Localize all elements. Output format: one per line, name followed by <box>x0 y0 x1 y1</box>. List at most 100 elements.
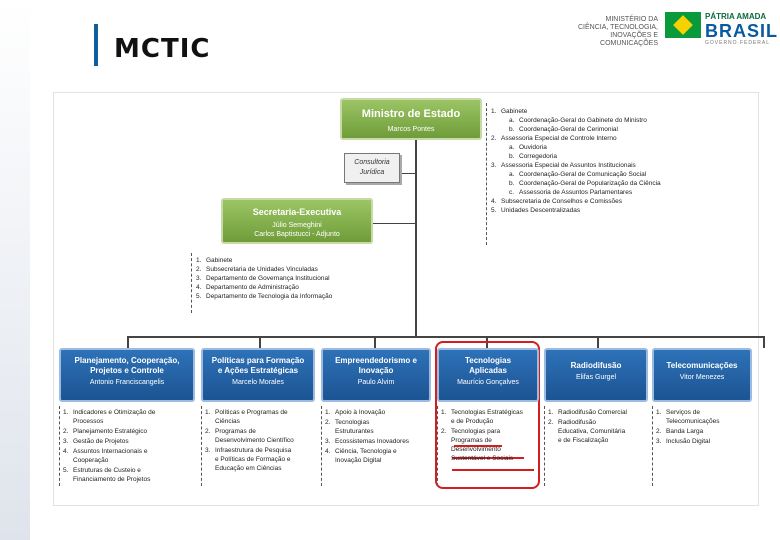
list-item-text-line: Tecnologias <box>335 419 370 426</box>
page-title: MCTIC <box>114 34 211 64</box>
list-item-text-line: Educação em Ciências <box>215 465 282 472</box>
list-item-text-line: Inovação Digital <box>335 457 382 464</box>
list-item-text-line: Assuntos Internacionais e <box>73 448 148 455</box>
list-item: b.Corregedoria <box>491 152 731 161</box>
list-item-text-line: Desenvolvimento Científico <box>215 437 294 444</box>
list-item-text-line: Sustentável e Sociais <box>451 455 514 462</box>
list-item: 4.Departamento de Administração <box>196 283 396 292</box>
minister-list-bracket <box>486 103 487 245</box>
list-item-number: 1. <box>491 108 497 115</box>
consultoria-line: Jurídica <box>359 169 385 176</box>
list-item-number: 3. <box>63 438 69 445</box>
list-item-text-line: e Políticas de Formação e <box>215 456 291 463</box>
secretariat-list-bracket <box>544 406 545 486</box>
connector-drop <box>374 336 376 348</box>
list-item: 3. Gestão de Projetos <box>63 437 203 446</box>
ministry-logo-line: CIÊNCIA, TECNOLOGIA, <box>578 24 658 31</box>
connector-minister-down <box>415 136 417 336</box>
secretariat-head-name: Antonio Franciscangelis <box>89 379 165 386</box>
list-item-number: a. <box>509 144 515 151</box>
minister-box: Ministro de Estado Marcos Pontes <box>340 98 482 140</box>
brasil-logo-line1: PÁTRIA AMADA <box>705 12 767 21</box>
list-item-text: Ecossistemas Inovadores <box>335 438 409 445</box>
secretariat-title-line: Radiodifusão <box>570 361 622 370</box>
secretariat-title-line: Telecomunicações <box>666 361 738 370</box>
list-item-text: Inclusão Digital <box>666 438 710 445</box>
list-item-text: Assessoria Especial de Assuntos Instituc… <box>501 162 636 169</box>
list-item-number: 2. <box>656 428 662 435</box>
list-item-text-line: Ecossistemas Inovadores <box>335 438 410 445</box>
list-item-number: 3. <box>491 162 497 169</box>
minister-name: Marcos Pontes <box>387 126 435 133</box>
list-item-number: 1. <box>196 257 202 264</box>
list-item-number: 3. <box>656 438 662 445</box>
secretaria-name: Júlio Semeghini <box>272 222 322 229</box>
list-item: 4. Subsecretaria de Conselhos e Comissões <box>491 197 731 206</box>
list-item-text-line: Educativa, Comunitária <box>558 428 626 435</box>
list-item-text-line: Gestão de Projetos <box>73 438 129 445</box>
org-chart: Ministro de Estado Marcos Pontes 1.Gabin… <box>53 92 765 506</box>
list-item-number: 3. <box>205 447 211 454</box>
list-item-text: Banda Larga <box>666 428 703 435</box>
secretariat-head-name: Marcelo Morales <box>232 379 284 386</box>
secretariat-list-bracket <box>437 406 438 486</box>
list-item-text: Ouvidoria <box>519 144 547 151</box>
list-item-number: 4. <box>63 448 69 455</box>
list-item: 1. Gabinete <box>196 256 396 265</box>
list-item-text: Gabinete <box>206 257 233 264</box>
list-item-text: Radiodifusão Comercial <box>558 409 627 416</box>
list-item-text: Departamento de Governança Institucional <box>206 275 330 282</box>
list-item-text: Unidades Descentralizadas <box>501 207 581 214</box>
list-item-number: b. <box>509 126 515 133</box>
secretariat-title-line: Tecnologias <box>464 356 512 365</box>
underline-sustentavel <box>452 469 534 471</box>
list-item-text-line: Estruturas de Custeio e <box>73 467 141 474</box>
secretaria-executiva-box: Secretaria-Executiva Júlio Semeghini Car… <box>221 198 373 244</box>
list-item-number: 1. <box>441 409 447 416</box>
list-item-number: 4. <box>325 448 331 455</box>
list-item-text-line: Inclusão Digital <box>666 438 711 445</box>
list-item-text: Corregedoria <box>519 153 557 160</box>
connector-drop <box>763 336 765 348</box>
secretariat-head-name: Paulo Alvim <box>357 379 395 386</box>
list-item-text-line: Radiodifusão Comercial <box>558 409 628 416</box>
connector-secretaria <box>372 223 415 224</box>
connector-drop <box>259 336 261 348</box>
ministry-logo-line: MINISTÉRIO DA <box>605 16 658 23</box>
list-item-number: c. <box>509 189 515 196</box>
list-item-number: 1. <box>656 409 662 416</box>
list-item: 2.Planejamento Estratégico <box>63 427 203 436</box>
list-item: a.Coordenação-Geral do Gabinete do Minis… <box>491 116 731 125</box>
secretariat-title-line: Políticas para Formação <box>211 356 305 365</box>
list-item-number: 2. <box>205 428 211 435</box>
list-item-number: 2. <box>196 266 202 273</box>
list-item-text-line: Estruturantes <box>335 428 374 435</box>
list-item-number: 2. <box>441 428 447 435</box>
list-item-number: 5. <box>196 293 202 300</box>
highlight-tecnologias-aplicadas <box>435 341 540 489</box>
list-item-text-line: Ciência, Tecnologia e <box>335 448 397 455</box>
list-item-text-line: Tecnologias para <box>451 428 501 435</box>
brasil-flag-icon <box>665 12 701 38</box>
list-item-text: Coordenação-Geral de Cerimonial <box>519 126 618 133</box>
list-item-text-line: Indicadores e Otimização de <box>73 409 156 416</box>
list-item-text: Subsecretaria de Conselhos e Comissões <box>501 198 623 205</box>
list-item-text-line: Serviços de <box>666 409 700 416</box>
list-item-number: 2. <box>325 419 331 426</box>
list-item-number: 4. <box>491 198 497 205</box>
